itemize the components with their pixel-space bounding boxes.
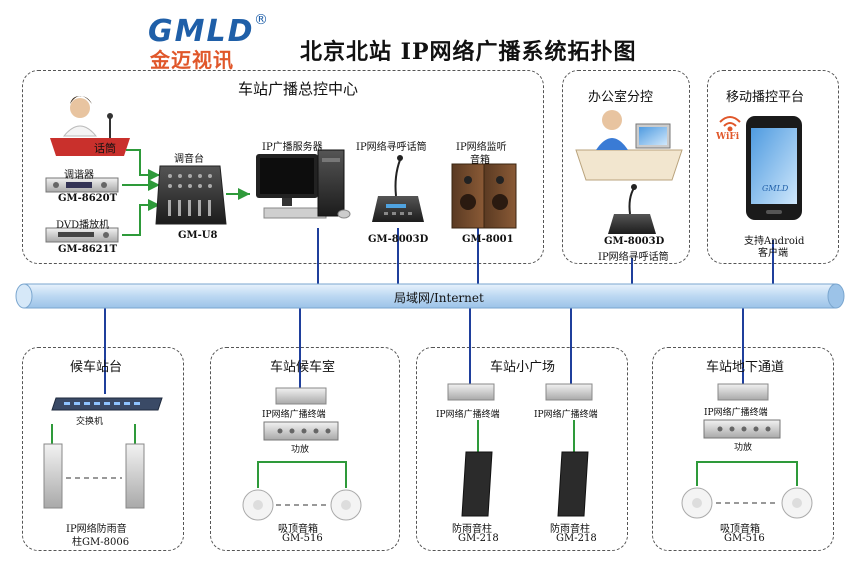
uplinks [104, 228, 774, 394]
waiting-room-speaker-label: 吸顶音箱 [278, 524, 318, 535]
underpass-terminal [717, 383, 769, 401]
network-label: 局域网/Internet [394, 291, 484, 305]
underpass-amp-label: 功放 [734, 443, 753, 453]
waiting-room-ceiling-speakers [242, 489, 362, 521]
underpass-speaker-label: 吸顶音箱 [720, 524, 760, 535]
platform-audio-lines [51, 424, 136, 444]
square-terminal-label-2: IP网络广播终端 [534, 410, 598, 420]
monitor-label-2: 音箱 [470, 155, 490, 166]
underpass-audio-lines [696, 461, 798, 486]
switch-label: 交换机 [76, 417, 104, 427]
dvd-device [45, 227, 119, 243]
mobile-label-2: 客户端 [758, 248, 788, 259]
paging-label: IP网络寻呼话筒 [356, 142, 427, 153]
underpass-amp [703, 419, 781, 439]
office-zone [562, 70, 690, 264]
server-pc [256, 149, 351, 219]
network-bus [15, 283, 845, 309]
waiting-room-amp [263, 421, 339, 441]
monitor-speaker-device [451, 163, 517, 229]
paging-model: GM-8003D [368, 234, 429, 245]
square-speaker-label-2: 防雨音柱 [550, 524, 590, 535]
smartphone [746, 116, 802, 220]
square-speaker-model-1: GM-218 [458, 533, 499, 544]
mixer-device [155, 165, 227, 225]
waiting-room-title: 车站候车室 [270, 360, 336, 375]
server-label: IP广播服务器 [262, 142, 323, 153]
paging-mic-device [372, 155, 424, 222]
square-terminals [447, 383, 593, 401]
waiting-room-zone [210, 347, 400, 551]
registered-mark: ® [254, 12, 268, 28]
monitor-model: GM-8001 [462, 234, 514, 245]
platform-zone [22, 347, 184, 551]
square-audio-lines [477, 420, 575, 452]
square-column-speakers [461, 451, 589, 517]
audio-arrows [122, 149, 250, 236]
platform-speaker-label-1: IP网络防雨音 [66, 524, 127, 535]
dvd-model: GM-8621T [58, 244, 118, 255]
square-terminal-label-1: IP网络广播终端 [436, 410, 500, 420]
brand-logo: GMLD [148, 14, 255, 49]
control-center-title: 车站广播总控中心 [238, 80, 359, 98]
platform-title: 候车站台 [70, 360, 123, 375]
platform-speaker-label-2: 柱GM-8006 [72, 537, 130, 548]
dvd-label: DVD播放机 [56, 220, 110, 231]
office-title: 办公室分控 [588, 90, 654, 105]
page-title: 北京北站 IP网络广播系统拓扑图 [300, 39, 637, 65]
office-paging-mic [608, 184, 656, 234]
wifi-label: WiFi [716, 132, 740, 142]
square-speaker-model-2: GM-218 [556, 533, 597, 544]
brand-logo-chinese: 金迈视讯 [150, 48, 234, 72]
tuner-device [45, 177, 119, 193]
square-zone [416, 347, 628, 551]
network-switch [51, 397, 163, 411]
mobile-label-1: 支持Android [744, 236, 805, 247]
underpass-speaker-model: GM-516 [724, 533, 765, 544]
announcer-figure [50, 96, 130, 156]
platform-speakers [43, 443, 145, 509]
tuner-model: GM-8620T [58, 193, 118, 204]
mixer-model: GM-U8 [178, 230, 218, 241]
mixer-label: 调音台 [174, 154, 204, 165]
waiting-room-amp-label: 功放 [291, 445, 310, 455]
office-paging-label: IP网络寻呼话筒 [598, 252, 669, 263]
wifi-icon [719, 116, 741, 132]
mobile-title: 移动播控平台 [726, 90, 805, 105]
phone-brand: GMLD [762, 184, 789, 193]
mic-label: 话筒 [94, 142, 116, 155]
office-figure [575, 110, 683, 181]
waiting-room-audio-lines [257, 461, 347, 488]
office-paging-model: GM-8003D [604, 236, 665, 247]
square-speaker-label-1: 防雨音柱 [452, 524, 492, 535]
waiting-room-terminal-label: IP网络广播终端 [262, 410, 326, 420]
control-center-zone [22, 70, 544, 264]
square-title: 车站小广场 [490, 360, 556, 375]
tuner-label: 调谐器 [64, 170, 94, 181]
monitor-label-1: IP网络监听 [456, 142, 507, 153]
underpass-ceiling-speakers [681, 487, 813, 519]
underpass-terminal-label: IP网络广播终端 [704, 408, 768, 418]
waiting-room-speaker-model: GM-516 [282, 533, 323, 544]
underpass-title: 车站地下通道 [706, 360, 785, 375]
waiting-room-terminal [275, 387, 327, 405]
